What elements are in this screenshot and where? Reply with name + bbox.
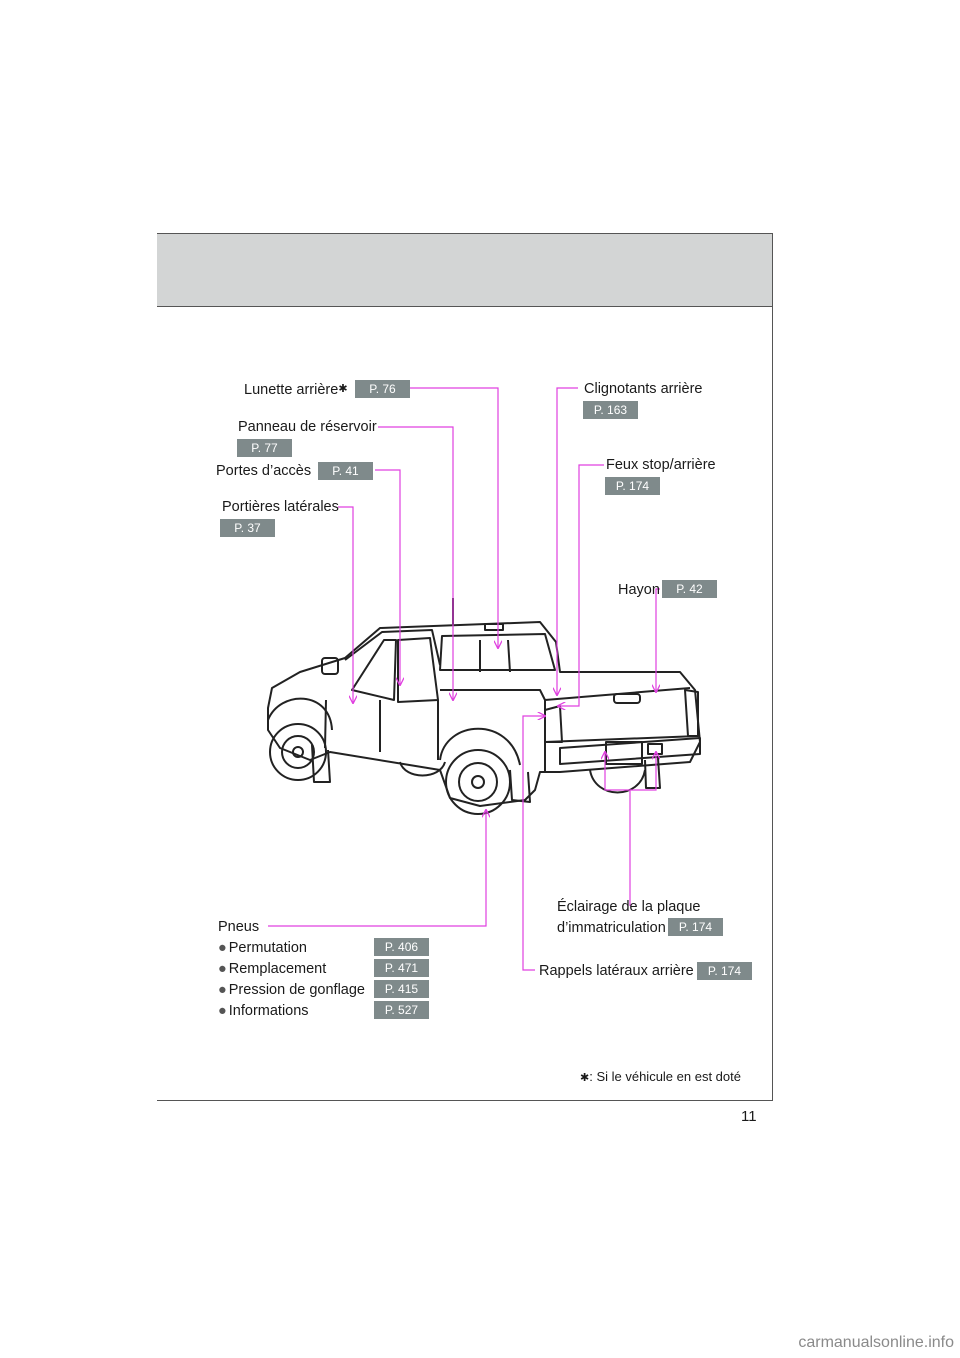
footnote: ✱: Si le véhicule en est doté <box>580 1069 741 1084</box>
page-tag-eclairage[interactable]: P. 174 <box>668 918 723 936</box>
header-band <box>157 233 773 307</box>
label-pneus: Pneus <box>218 919 260 935</box>
page-tag-rappels[interactable]: P. 174 <box>697 962 752 980</box>
leader-panneau <box>378 426 453 700</box>
leader-eclairage-left <box>605 752 631 906</box>
label-portieres: Portières latérales <box>222 499 339 515</box>
page-tag-feux[interactable]: P. 174 <box>605 477 660 495</box>
label-hayon: Hayon <box>618 582 660 598</box>
bullet-icon: ● <box>218 961 227 977</box>
page-tag-remplacement[interactable]: P. 471 <box>374 959 429 977</box>
tire-item-pression: ●Pression de gonflage <box>218 982 366 998</box>
label-eclairage-line1: Éclairage de la plaque <box>557 899 701 915</box>
asterisk-icon: ✱ <box>338 383 348 395</box>
label-panneau: Panneau de réservoir <box>238 419 377 435</box>
page-tag-portes-acces[interactable]: P. 41 <box>318 462 373 480</box>
bullet-icon: ● <box>218 982 227 998</box>
page-tag-lunette[interactable]: P. 76 <box>355 380 410 398</box>
page-tag-hayon[interactable]: P. 42 <box>662 580 717 598</box>
label-rappels: Rappels latéraux arrière <box>539 963 694 979</box>
tire-item-permutation: ●Permutation <box>218 940 307 956</box>
leader-rappels <box>522 716 545 971</box>
frame-bottom-rule <box>157 1100 773 1101</box>
label-lunette: Lunette arrière✱ <box>244 382 348 398</box>
leader-eclairage-right <box>630 752 656 791</box>
leader-portes-acces <box>375 469 400 685</box>
bullet-icon: ● <box>218 1003 227 1019</box>
leader-clignotants <box>557 387 578 695</box>
label-portes-acces: Portes d’accès <box>216 463 312 479</box>
page-tag-pression[interactable]: P. 415 <box>374 980 429 998</box>
leader-lunette <box>410 387 498 648</box>
label-eclairage-line2: d’immatriculation <box>557 920 666 936</box>
asterisk-icon: ✱ <box>580 1072 590 1084</box>
tire-item-remplacement: ●Remplacement <box>218 961 327 977</box>
page-number: 11 <box>741 1108 757 1125</box>
leader-lines <box>268 387 660 971</box>
leader-pneus <box>268 810 486 927</box>
tire-item-informations: ●Informations <box>218 1003 309 1019</box>
label-clignotants: Clignotants arrière <box>584 381 703 397</box>
frame-right-rule <box>772 233 773 1101</box>
watermark: carmanualsonline.info <box>798 1334 954 1351</box>
truck-illustration <box>267 598 701 815</box>
leader-feux <box>558 464 604 706</box>
page-tag-informations[interactable]: P. 527 <box>374 1001 429 1019</box>
page-tag-clignotants[interactable]: P. 163 <box>583 401 638 419</box>
leader-hayon <box>656 588 660 692</box>
page-tag-permutation[interactable]: P. 406 <box>374 938 429 956</box>
bullet-icon: ● <box>218 940 227 956</box>
page-tag-portieres[interactable]: P. 37 <box>220 519 275 537</box>
page-tag-panneau[interactable]: P. 77 <box>237 439 292 457</box>
label-feux: Feux stop/arrière <box>606 457 716 473</box>
leader-portieres <box>338 506 353 703</box>
